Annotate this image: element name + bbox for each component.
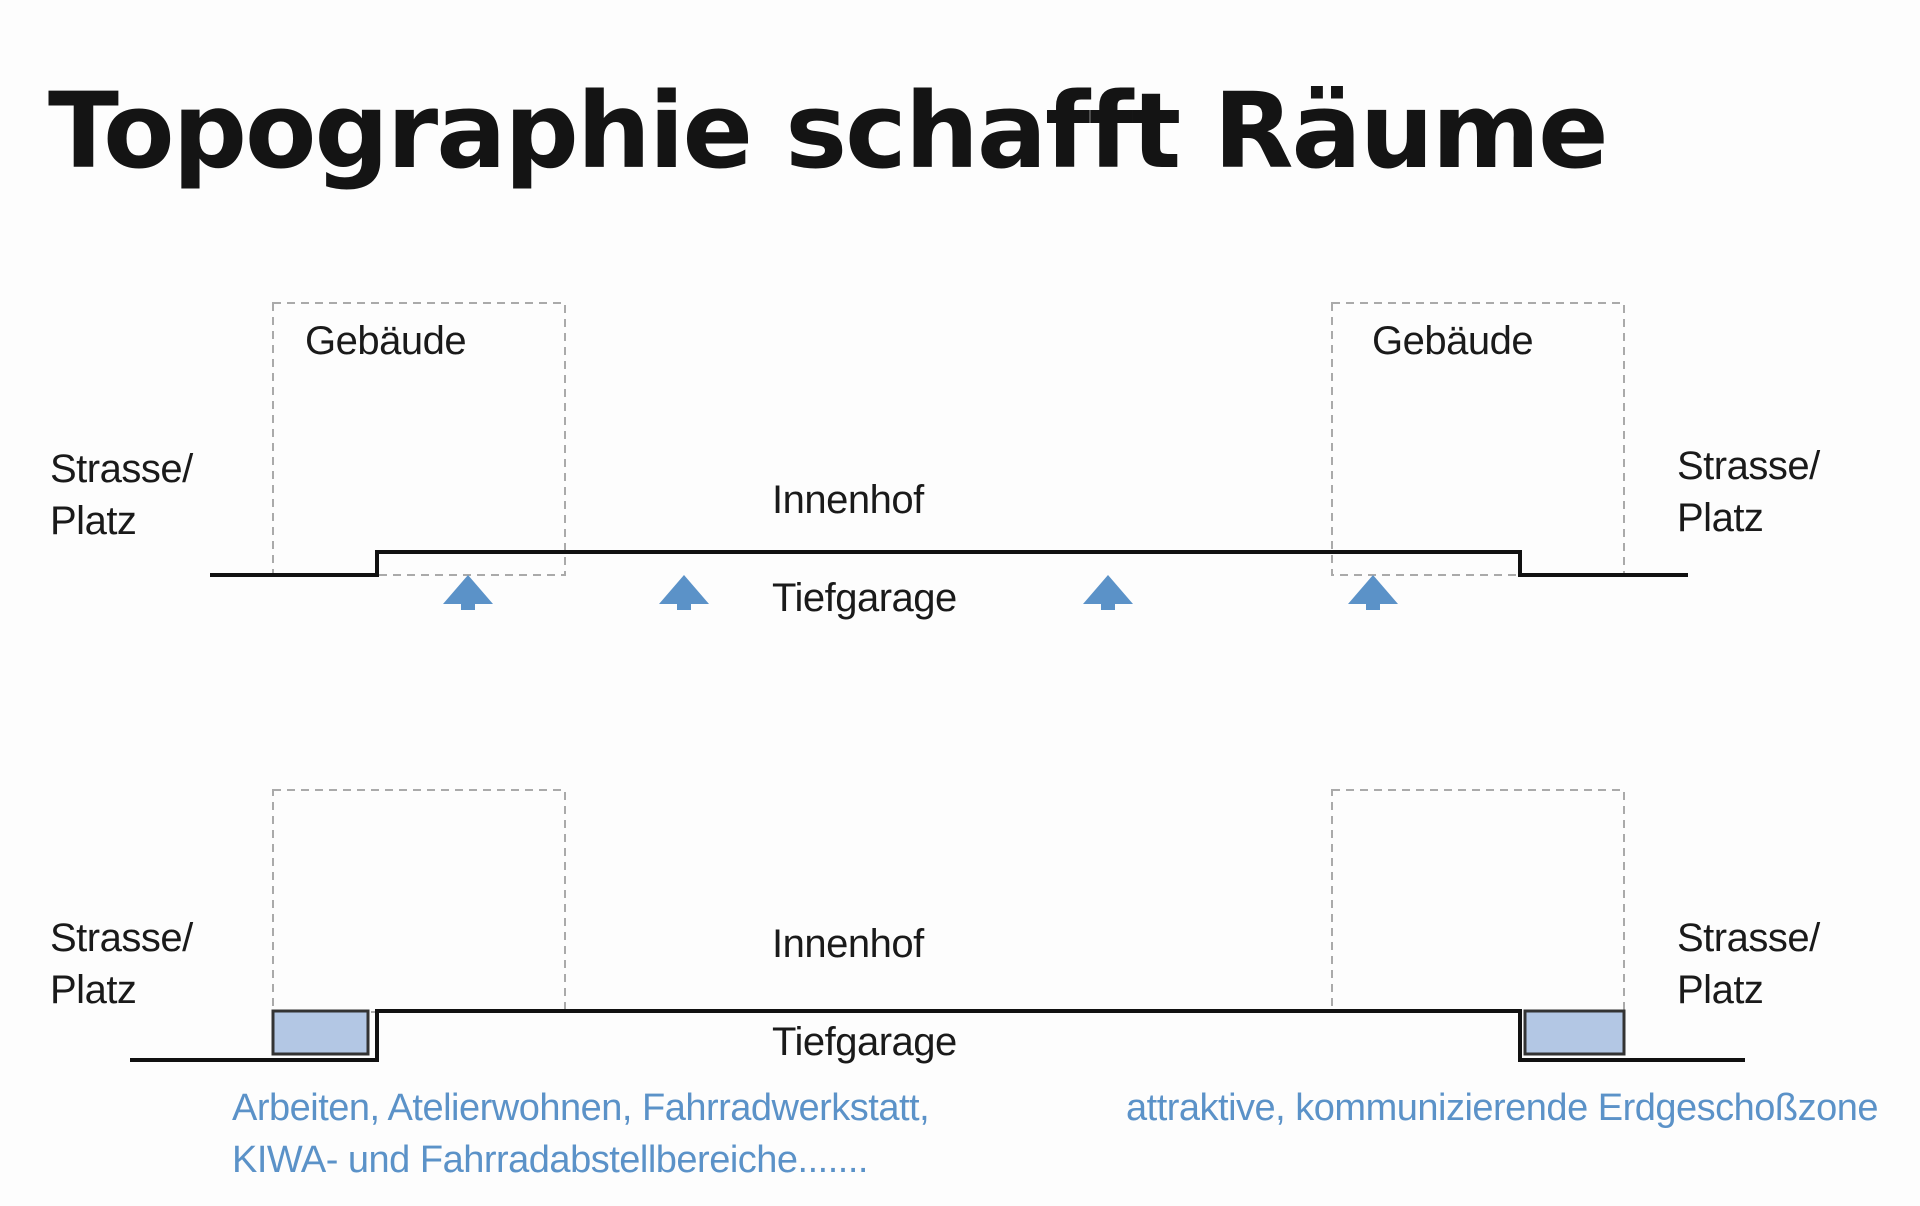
garage-label: Tiefgarage xyxy=(772,576,957,620)
street-label-left: Strasse/Platz xyxy=(50,447,193,543)
street-label-right: Strasse/Platz xyxy=(1677,444,1820,540)
ground-profile-line xyxy=(130,1009,1745,1062)
caption-left: Arbeiten, Atelierwohnen, Fahrradwerkstat… xyxy=(232,1087,930,1181)
building-outline-left xyxy=(272,302,566,576)
diagram-top xyxy=(210,302,1688,610)
ground-floor-zone-left xyxy=(271,1009,370,1056)
arrow-up-icon xyxy=(1083,575,1133,610)
courtyard-label: Innenhof xyxy=(772,922,924,966)
courtyard-label: Innenhof xyxy=(772,478,924,522)
garage-label: Tiefgarage xyxy=(772,1020,957,1064)
arrow-up-icon xyxy=(443,575,493,610)
street-label-left: Strasse/Platz xyxy=(50,916,193,1012)
ground-profile-line xyxy=(210,550,1688,577)
building-label-right: Gebäude xyxy=(1372,319,1534,363)
building-outline-left xyxy=(272,789,566,1013)
building-outline-right xyxy=(1331,302,1625,576)
street-label-right: Strasse/Platz xyxy=(1677,916,1820,1012)
diagram-bottom xyxy=(130,789,1745,1062)
ground-floor-zone-right xyxy=(1523,1009,1626,1056)
building-outline-right xyxy=(1331,789,1625,1013)
arrow-up-icon xyxy=(659,575,709,610)
caption-right: attraktive, kommunizierende Erdgeschoßzo… xyxy=(1126,1087,1879,1129)
page-title: Topographie schafft Räume xyxy=(48,70,1609,192)
arrow-up-icon xyxy=(1348,575,1398,610)
building-label-left: Gebäude xyxy=(305,319,467,363)
